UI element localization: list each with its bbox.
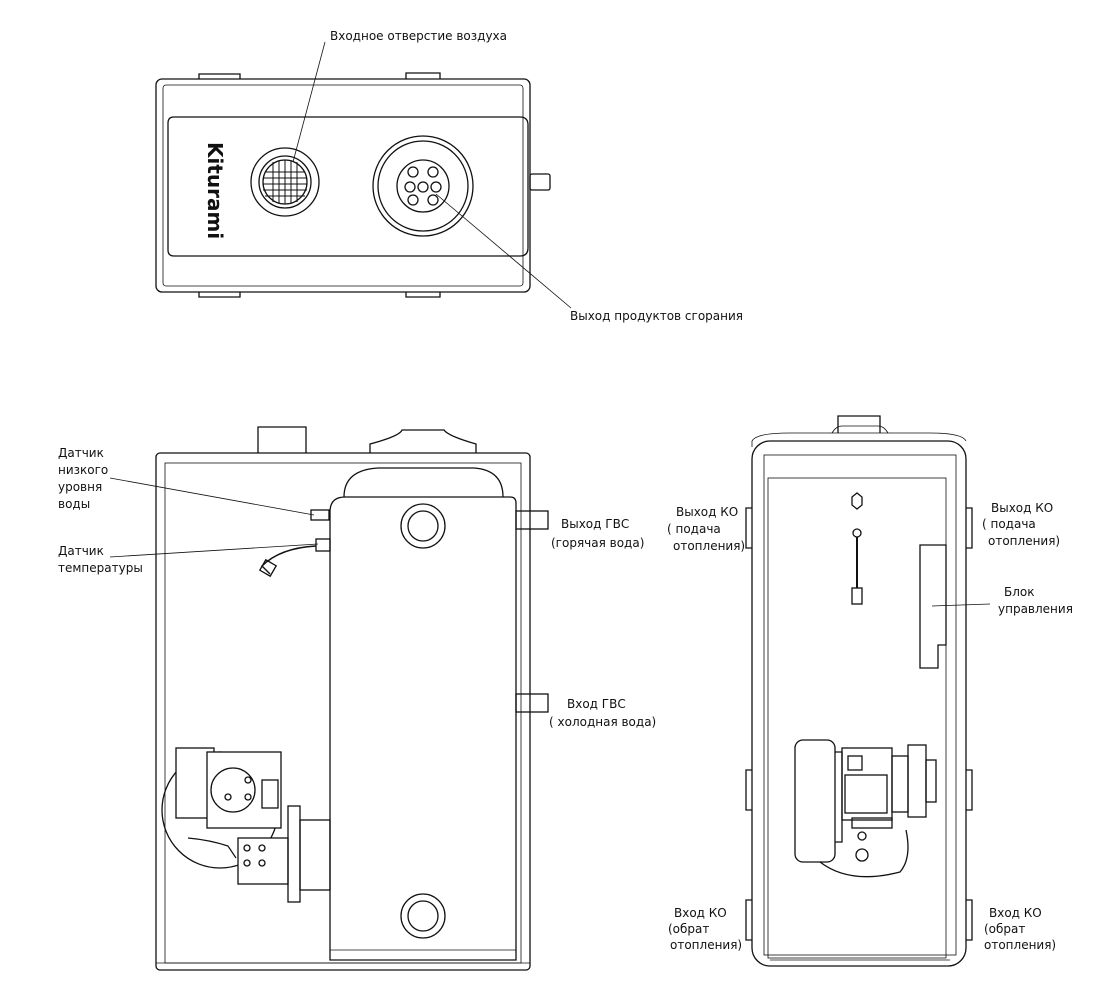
label-heating-outlet-left: Выход КО ( подача отопления)	[667, 505, 745, 553]
label-dhw-outlet: Выход ГВС (горячая вода)	[551, 517, 644, 550]
dhw-outlet-stub	[515, 510, 549, 530]
dhw-tank-dome	[343, 467, 504, 498]
label-control-unit: Блок управления	[998, 585, 1073, 616]
control-unit-box	[919, 544, 947, 669]
side-housing	[751, 440, 967, 967]
top-leaders	[292, 41, 572, 309]
temperature-sensor	[315, 538, 331, 552]
side-burner	[794, 739, 937, 878]
front-top-flue	[369, 429, 477, 453]
front-top-stub	[257, 426, 307, 453]
dhw-inlet-stub	[515, 693, 549, 713]
label-exhaust-outlet: Выход продуктов сгорания	[570, 309, 743, 323]
front-burner	[161, 747, 331, 903]
label-low-water-sensor: Датчик низкого уровня воды	[58, 446, 112, 511]
side-leaders	[931, 603, 991, 607]
front-leaders	[109, 477, 319, 558]
air-inlet-grille	[250, 147, 320, 217]
top-view	[155, 72, 551, 298]
front-view	[155, 426, 549, 971]
side-plug	[851, 492, 863, 510]
label-dhw-inlet: Вход ГВС ( холодная вода)	[549, 697, 656, 729]
side-top-stub	[837, 415, 881, 433]
top-view-panel	[167, 116, 529, 257]
front-housing	[155, 452, 531, 971]
side-view	[745, 415, 973, 967]
top-view-pipe-stub	[529, 173, 551, 191]
label-heating-outlet-right: Выход КО ( подача отопления)	[982, 501, 1060, 548]
exhaust-outlet	[372, 135, 474, 237]
label-heating-return-right: Вход КО (обрат отопления)	[984, 906, 1056, 952]
label-temperature-sensor: Датчик температуры	[58, 544, 143, 575]
brand-logo: Kiturami	[203, 142, 227, 239]
low-water-sensor	[310, 509, 330, 521]
dhw-tank	[329, 496, 517, 961]
label-heating-return-left: Вход КО (обрат отопления)	[668, 906, 742, 952]
label-air-inlet: Входное отверстие воздуха	[330, 29, 507, 43]
